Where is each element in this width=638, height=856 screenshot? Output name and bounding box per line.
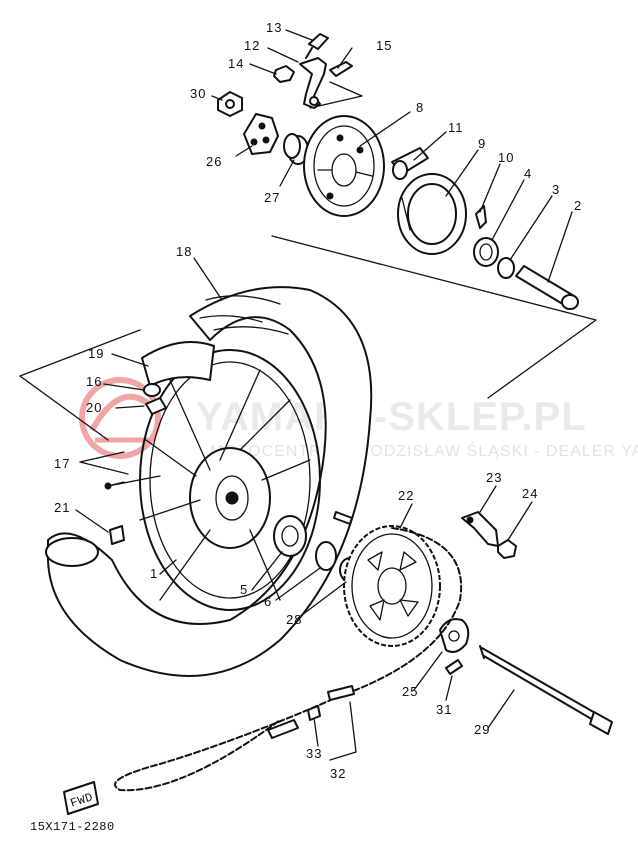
figure-code: 15X171-2280 xyxy=(30,820,115,834)
callout-23: 23 xyxy=(486,470,502,485)
upper-leader-frame xyxy=(309,81,363,109)
fwd-label: FWD xyxy=(69,790,95,810)
part-ring-3 xyxy=(497,257,515,279)
callout-6: 6 xyxy=(264,594,272,609)
part-collar-27 xyxy=(283,133,309,165)
watermark-logo-icon xyxy=(79,377,161,459)
callout-28: 28 xyxy=(286,612,302,627)
part-nut-24 xyxy=(497,539,517,559)
callout-24: 24 xyxy=(522,486,538,501)
part-cam-lever-12 xyxy=(299,57,327,109)
part-brake-plate-8 xyxy=(303,115,385,217)
part-bolt-31 xyxy=(445,659,463,675)
part-nut-14 xyxy=(273,65,295,83)
part-wheel-1 xyxy=(139,349,321,611)
part-tire-18 xyxy=(45,286,373,677)
callout-21: 21 xyxy=(54,500,70,515)
callout-14: 14 xyxy=(228,56,244,71)
part-spokes-17 xyxy=(104,475,161,490)
watermark-subtitle: MOTOCENTRUM WODZISŁAW ŚLĄSKI - DEALER YA… xyxy=(210,441,638,460)
part-nut-30 xyxy=(217,91,243,117)
callout-33: 33 xyxy=(306,746,322,761)
callout-15: 15 xyxy=(376,38,392,53)
callout-29: 29 xyxy=(474,722,490,737)
callout-labels: 13 12 15 14 30 8 11 9 10 4 3 2 26 27 18 … xyxy=(54,20,582,781)
part-brake-shoe-9 xyxy=(397,173,467,255)
part-rim-band-19 xyxy=(141,341,215,387)
wheel-frame xyxy=(19,235,597,441)
callout-1: 1 xyxy=(150,566,158,581)
callout-5: 5 xyxy=(240,582,248,597)
part-chain-32 xyxy=(114,527,463,792)
part-valve-16 xyxy=(143,383,161,397)
callout-4: 4 xyxy=(524,166,532,181)
leader-lines xyxy=(75,29,573,761)
part-seal-6 xyxy=(315,541,337,571)
part-valve-21 xyxy=(109,525,125,545)
callout-3: 3 xyxy=(552,182,560,197)
callout-12: 12 xyxy=(244,38,260,53)
callout-2: 2 xyxy=(574,198,582,213)
part-spacer-tube-2 xyxy=(515,265,579,310)
part-chain-puller-25 xyxy=(439,618,470,653)
callout-18: 18 xyxy=(176,244,192,259)
callout-16: 16 xyxy=(86,374,102,389)
part-bearing-5 xyxy=(273,511,353,557)
part-plate-26 xyxy=(243,113,279,155)
fwd-badge: FWD xyxy=(63,781,99,815)
part-axle-29 xyxy=(479,645,613,735)
callout-32: 32 xyxy=(330,766,346,781)
callout-19: 19 xyxy=(88,346,104,361)
callout-8: 8 xyxy=(416,100,424,115)
callout-13: 13 xyxy=(266,20,282,35)
callout-26: 26 xyxy=(206,154,222,169)
watermark: YAMAHA-SKLEP.PL MOTOCENTRUM WODZISŁAW ŚL… xyxy=(79,377,638,460)
callout-9: 9 xyxy=(478,136,486,151)
part-bearing-4 xyxy=(473,237,499,267)
callout-10: 10 xyxy=(498,150,514,165)
callout-25: 25 xyxy=(402,684,418,699)
callout-20: 20 xyxy=(86,400,102,415)
callout-11: 11 xyxy=(448,120,464,135)
part-bolt-13 xyxy=(305,33,329,59)
part-camshaft-11 xyxy=(391,147,429,180)
part-chain-adjuster-23 xyxy=(461,511,499,547)
callout-27: 27 xyxy=(264,190,280,205)
callout-31: 31 xyxy=(436,702,452,717)
part-sprocket-22 xyxy=(343,525,441,647)
callout-17: 17 xyxy=(54,456,70,471)
watermark-brand: YAMAHA-SKLEP.PL xyxy=(196,395,587,439)
callout-30: 30 xyxy=(190,86,206,101)
part-valve-cap-20 xyxy=(145,397,167,415)
callout-22: 22 xyxy=(398,488,414,503)
